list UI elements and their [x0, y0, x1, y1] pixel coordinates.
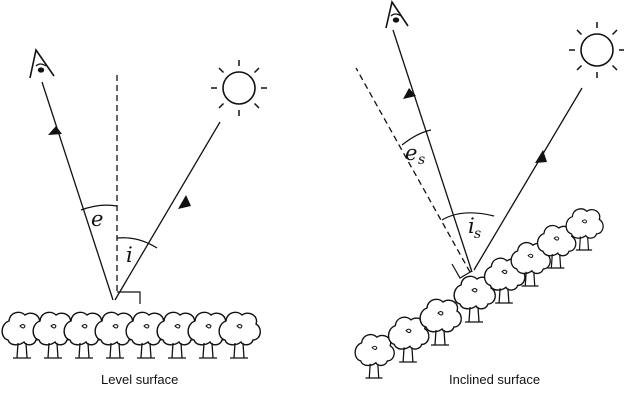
inclined-surface-caption: Inclined surface [449, 372, 540, 387]
level-surface-caption: Level surface [101, 372, 178, 387]
inclined-incidence-angle-label: i [468, 214, 475, 238]
level-surface-panel: e i Level surface [1, 48, 267, 387]
tree-icon [94, 311, 137, 359]
incidence-angle-label: i [126, 243, 133, 267]
inclined-emission-subscript: s [418, 152, 425, 168]
incident-ray [114, 121, 221, 301]
inclined-reflected-ray-arrowhead [403, 88, 416, 99]
emission-angle-label: e [91, 207, 103, 231]
inclined-surface-panel: e s i s Inclined surface [354, 0, 624, 387]
tree-icon [536, 224, 577, 269]
inclined-normal-dashed [355, 67, 471, 273]
inclined-incident-ray [473, 87, 583, 271]
right-angle-marker [117, 291, 141, 304]
inclined-emission-angle-label: e [405, 141, 417, 165]
inclined-tree-row [354, 208, 604, 379]
inclined-incident-ray-arrowhead [535, 150, 547, 163]
sun-icon [569, 22, 624, 78]
tree-icon [387, 316, 430, 363]
inclined-emission-angle-arc [401, 129, 432, 146]
incidence-angle-arc [116, 237, 158, 249]
reflected-ray [41, 81, 114, 301]
inclined-incidence-angle-arc [441, 212, 495, 221]
reflected-ray-arrowhead [48, 126, 62, 135]
tree-icon [218, 311, 261, 359]
tree-icon [354, 333, 395, 379]
inclined-reflected-ray [392, 29, 473, 273]
eye-icon [29, 48, 55, 79]
incident-ray-arrowhead [178, 195, 191, 209]
inclined-incidence-subscript: s [474, 226, 481, 242]
eye-icon [385, 0, 409, 29]
sun-icon [211, 60, 267, 116]
tree-icon [32, 311, 75, 359]
level-tree-row [1, 311, 261, 359]
emission-angle-arc [80, 204, 118, 211]
tree-icon [565, 208, 604, 251]
inclined-right-angle-marker [451, 263, 473, 279]
tree-icon [419, 298, 462, 346]
